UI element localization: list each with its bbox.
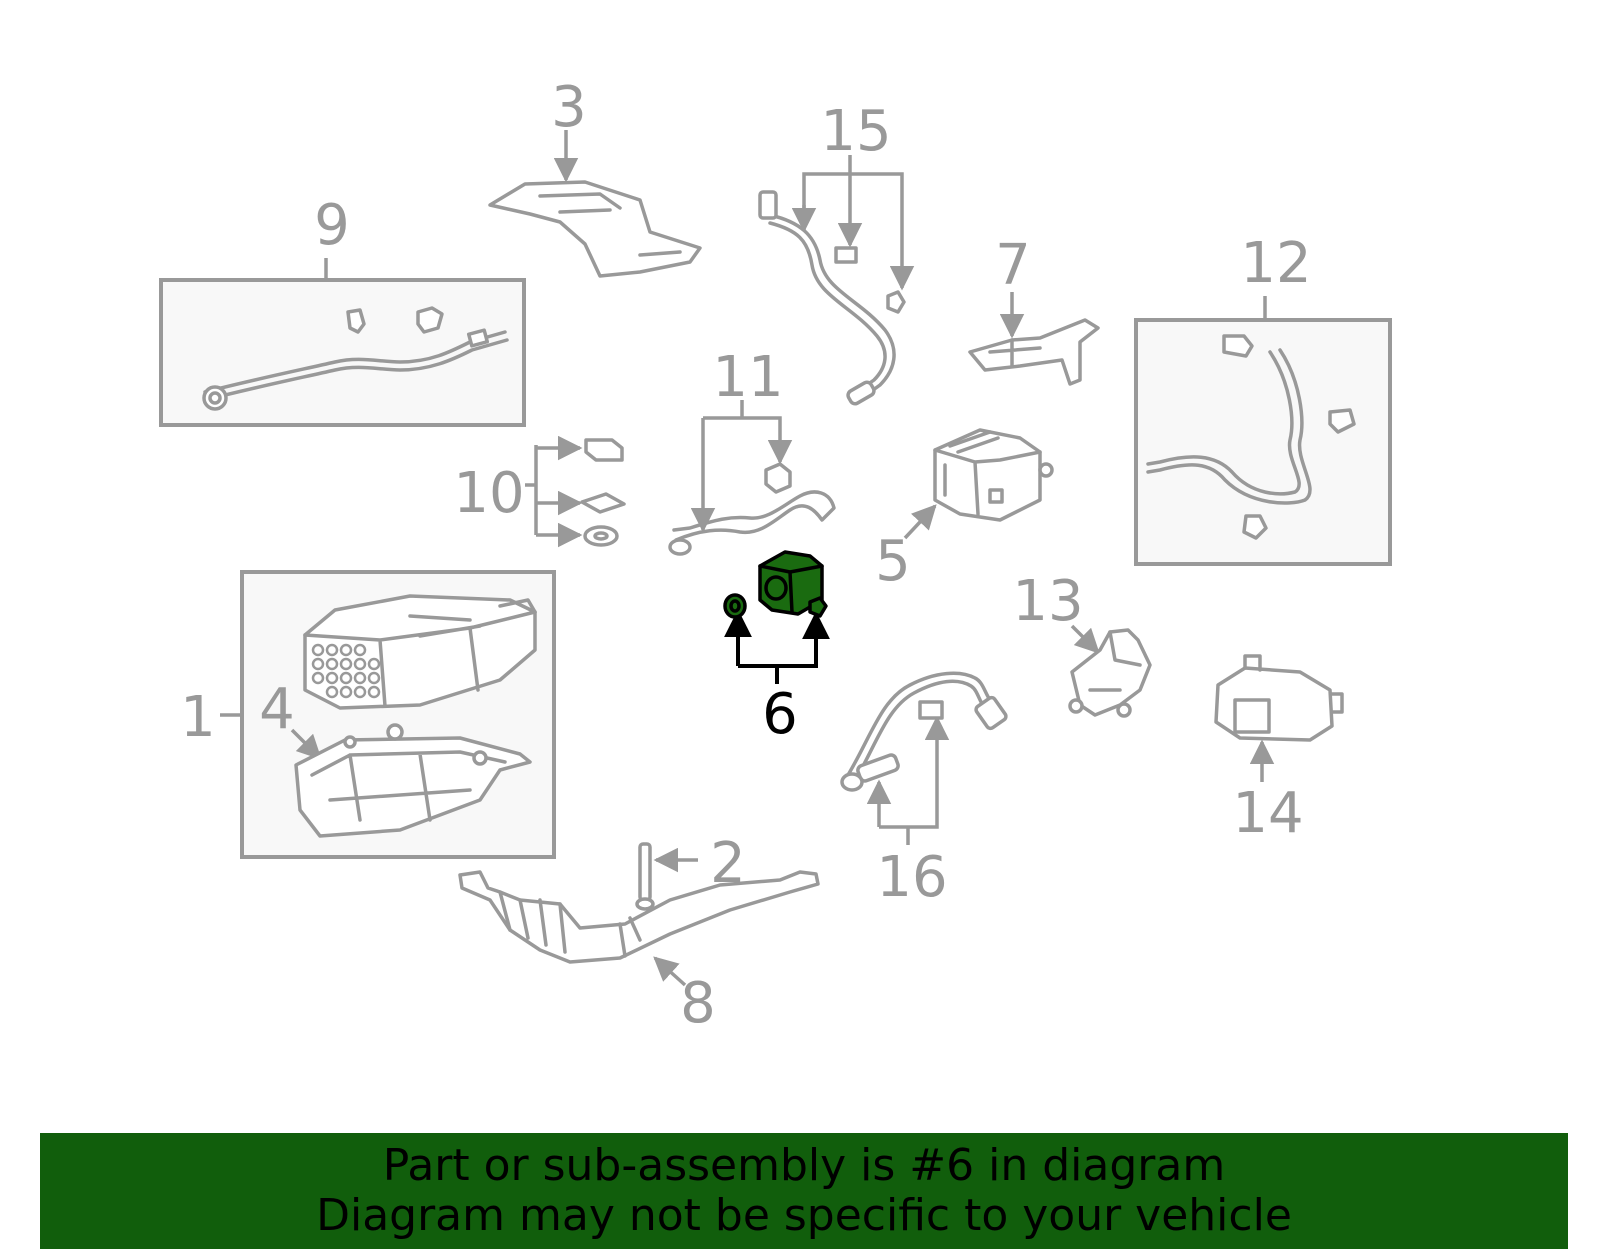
part-10-group[interactable] [525, 435, 626, 548]
part-13-valve [1070, 628, 1152, 717]
part-3-bracket [488, 180, 702, 278]
info-banner: Part or sub-assembly is #6 in diagram Di… [40, 1133, 1568, 1249]
label-part-2: 2 [710, 831, 746, 896]
label-part-11: 11 [712, 345, 783, 410]
part-14-module [1214, 666, 1334, 742]
label-part-5: 5 [875, 529, 911, 594]
part-5-group[interactable] [903, 428, 1054, 540]
part-11-group[interactable] [668, 400, 836, 556]
part-8-bracket [458, 870, 820, 964]
label-part-4: 4 [259, 677, 295, 742]
banner-line-disclaimer: Diagram may not be specific to your vehi… [316, 1190, 1292, 1241]
label-part-9: 9 [314, 193, 350, 258]
banner-line-part-info: Part or sub-assembly is #6 in diagram [382, 1140, 1226, 1191]
parts-diagram: 1 2 3 4 5 6 7 8 9 10 11 12 13 14 15 16 [159, 75, 1392, 1036]
part-15-group[interactable] [758, 155, 915, 406]
label-part-14: 14 [1232, 781, 1303, 846]
label-part-10: 10 [453, 461, 524, 526]
part-2-bolt [638, 842, 652, 902]
label-part-16: 16 [876, 845, 947, 910]
part-14-group[interactable] [1214, 654, 1344, 782]
part-9-group[interactable] [159, 258, 526, 427]
part-8-group[interactable] [458, 870, 820, 987]
label-part-15: 15 [820, 99, 891, 164]
label-part-12: 12 [1240, 231, 1311, 296]
part-2-group[interactable] [635, 842, 698, 911]
label-part-3: 3 [551, 75, 587, 140]
label-part-1: 1 [180, 685, 216, 750]
part-16-wire [843, 671, 997, 782]
part-7-bracket [968, 318, 1100, 386]
part-1-group[interactable] [220, 570, 556, 859]
part-6-group[interactable] [723, 550, 830, 684]
part-13-group[interactable] [1068, 624, 1152, 718]
label-part-6: 6 [762, 682, 798, 747]
part-4-tray [294, 736, 532, 838]
part-16-group[interactable] [840, 671, 1008, 845]
part-11-hose [672, 490, 836, 542]
part-9-pipe [203, 330, 507, 394]
part-15-wire [768, 213, 896, 400]
label-part-13: 13 [1012, 569, 1083, 634]
part-6-grommet [723, 593, 747, 619]
part-12-hose [1146, 348, 1312, 505]
label-part-8: 8 [680, 971, 716, 1036]
part-12-group[interactable] [1134, 296, 1392, 566]
label-part-7: 7 [995, 233, 1031, 298]
part-3-group[interactable] [488, 130, 702, 278]
part-7-group[interactable] [968, 292, 1100, 386]
